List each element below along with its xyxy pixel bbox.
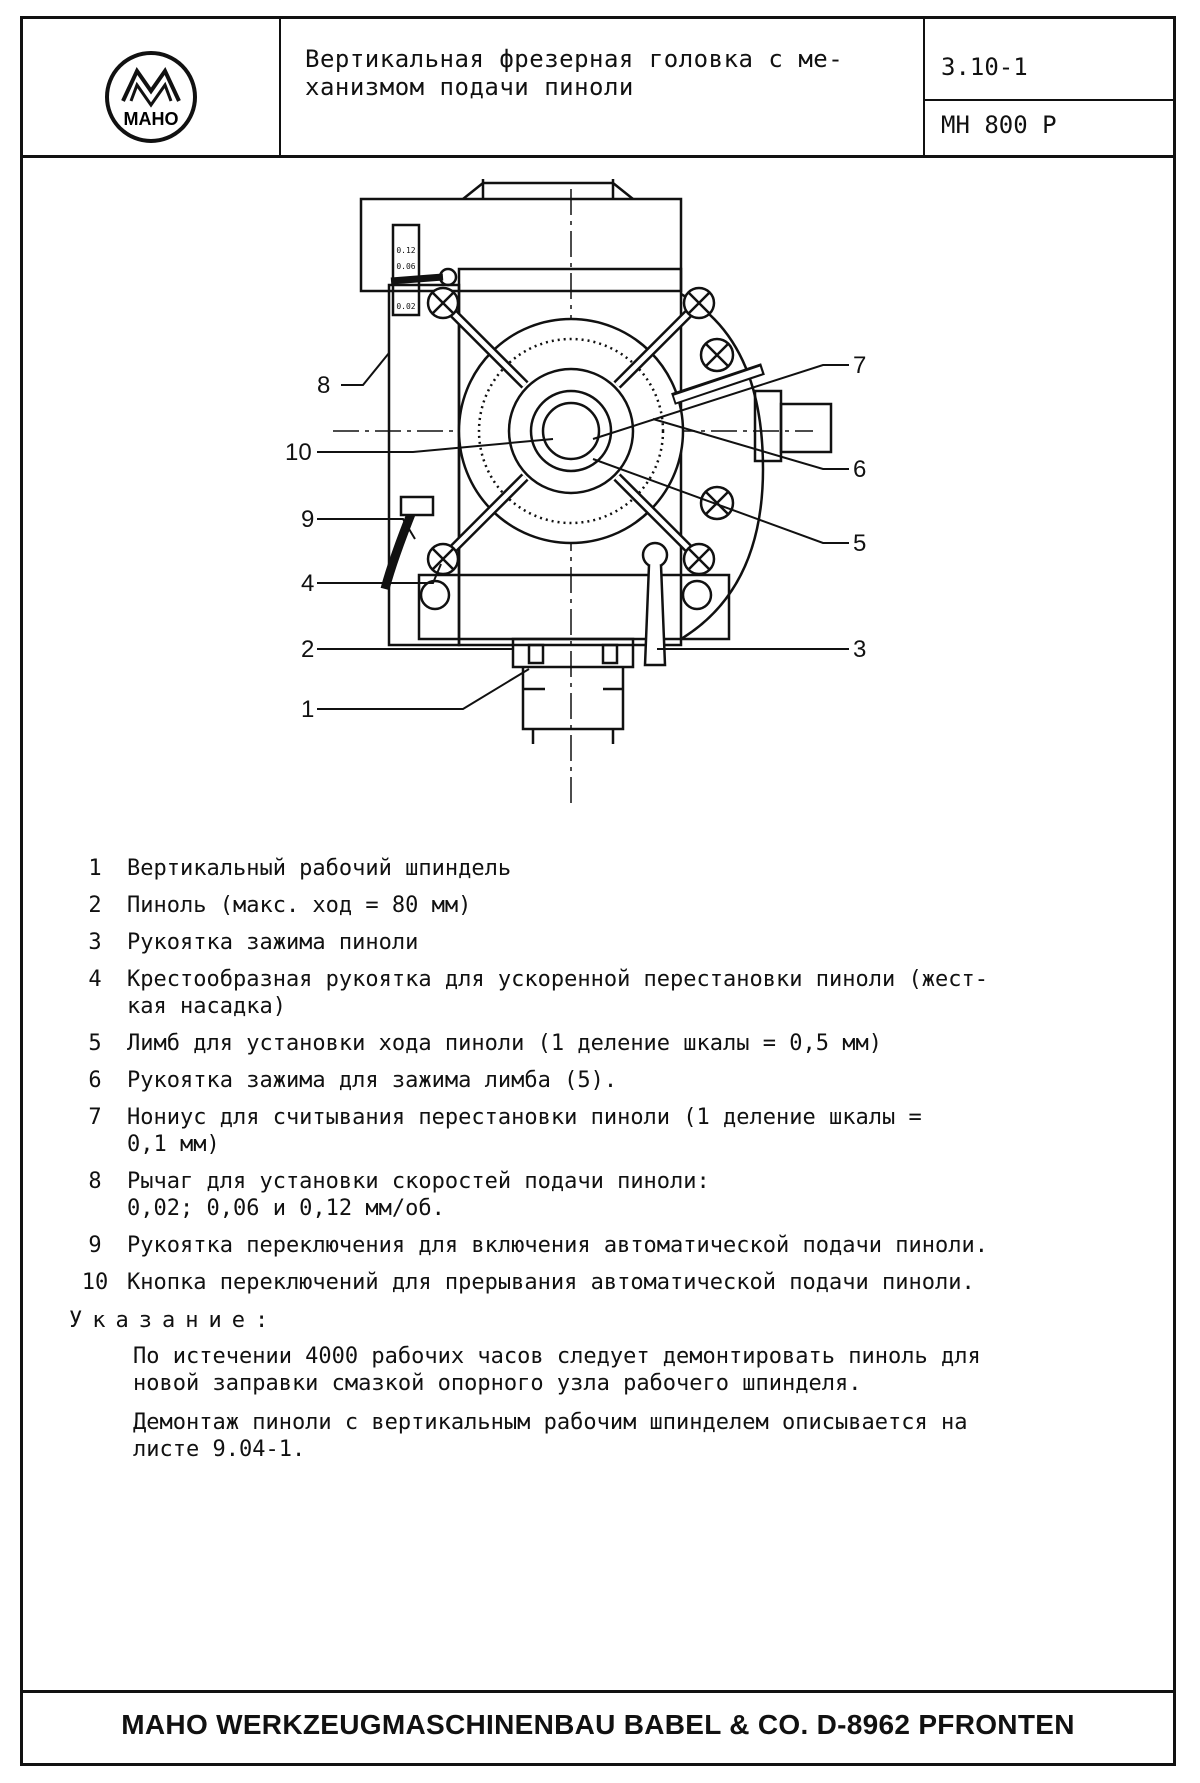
legend-number: 1 — [88, 856, 102, 881]
manufacturer-name: MAHO WERKZEUGMASCHINENBAU BABEL & CO. D-… — [121, 1709, 1075, 1740]
spindle-outline — [521, 667, 625, 744]
leader-line — [317, 352, 849, 710]
legend-item: 9 Рукоятка переключения для включения авт… — [63, 1232, 1173, 1259]
feed-lever — [438, 267, 458, 287]
cross-handle-knob — [426, 286, 716, 576]
maho-logo: MAHO — [105, 51, 197, 143]
feed-gauge — [391, 223, 421, 317]
sleeve-clamp-lever — [641, 541, 669, 569]
callout-number: 5 — [853, 530, 866, 557]
note-paragraph: По истечении 4000 рабочих часов следует … — [133, 1344, 981, 1396]
legend-number: 2 — [88, 893, 102, 918]
head-outline — [779, 402, 833, 454]
dial-scale — [477, 337, 665, 525]
legend-item: 4 Крестообразная рукоятка для ускоренной … — [63, 966, 1173, 1020]
callout-number: 8 — [317, 372, 330, 399]
legend-text: Нониус для считывания перестановки пинол… — [127, 1105, 922, 1157]
legend-number: 4 — [88, 967, 102, 992]
callout-number: 1 — [301, 696, 314, 723]
head-outline — [527, 643, 545, 665]
parts-legend: 1 Вертикальный рабочий шпиндель 2 Пиноль (… — [63, 855, 1173, 1475]
head-outline — [680, 292, 765, 641]
legend-item: 7 Нониус для считывания перестановки пино… — [63, 1104, 1173, 1158]
head-outline — [462, 181, 634, 200]
callout-number: 10 — [285, 439, 312, 466]
legend-item: 2 Пиноль (макс. ход = 80 мм) — [63, 892, 1173, 919]
callout-number: 4 — [301, 570, 314, 597]
manufacturer-footer: MAHO WERKZEUGMASCHINENBAU BABEL & CO. D-… — [23, 1690, 1173, 1763]
head-outline — [705, 343, 729, 367]
legend-text: Вертикальный рабочий шпиндель — [127, 856, 512, 881]
title-block: MAHO Вертикальная фрезерная головка с ме… — [23, 19, 1173, 158]
dial-clamp-lever — [673, 366, 763, 403]
header-divider — [923, 19, 925, 155]
head-outline — [601, 643, 619, 665]
header-divider — [923, 99, 1173, 101]
spindle-hub — [529, 389, 613, 473]
gauge-value: 0.12 — [396, 246, 415, 255]
gauge-value: 0.02 — [396, 302, 415, 311]
cross-handle — [451, 311, 691, 551]
callout-number: 7 — [853, 352, 866, 379]
head-outline — [511, 637, 635, 669]
legend-number: 6 — [88, 1068, 102, 1093]
legend-item: 8 Рычаг для установки скоростей подачи пи… — [63, 1168, 1173, 1222]
legend-text: Крестообразная рукоятка для ускоренной п… — [127, 967, 988, 1019]
auto-feed-lever — [399, 495, 435, 517]
sleeve-clamp-lever — [643, 564, 667, 667]
document-sheet: MAHO Вертикальная фрезерная головка с ме… — [20, 16, 1176, 1766]
logo-text: MAHO — [124, 109, 179, 129]
document-title: Вертикальная фрезерная головка с ме- хан… — [305, 45, 844, 101]
legend-text: Кнопка переключений для прерывания автом… — [127, 1270, 975, 1295]
head-outline — [419, 579, 451, 611]
head-outline — [681, 579, 713, 611]
legend-number: 9 — [88, 1233, 102, 1258]
legend-number: 7 — [88, 1105, 102, 1130]
head-outline — [705, 491, 729, 515]
header-divider — [279, 19, 281, 155]
legend-item: 1 Вертикальный рабочий шпиндель — [63, 855, 1173, 882]
legend-number: 10 — [81, 1270, 109, 1295]
head-outline — [359, 197, 683, 293]
callout-number: 3 — [853, 636, 866, 663]
legend-item: 3 Рукоятка зажима пиноли — [63, 929, 1173, 956]
sheet-number: 3.10-1 — [941, 53, 1028, 81]
milling-head-drawing: 0.12 0.06 0.02 — [285, 179, 866, 809]
legend-number: 5 — [88, 1031, 102, 1056]
callout-number: 6 — [853, 456, 866, 483]
callout-number: 2 — [301, 636, 314, 663]
legend-number: 3 — [88, 930, 102, 955]
legend-item: 5 Лимб для установки хода пиноли (1 делен… — [63, 1030, 1173, 1057]
machine-model: MH 800 P — [941, 111, 1057, 139]
legend-text: Лимб для установки хода пиноли (1 делени… — [127, 1031, 882, 1056]
vernier-ring — [507, 367, 635, 495]
legend-number: 8 — [88, 1169, 102, 1194]
legend-item: 10 Кнопка переключений для прерывания авт… — [63, 1269, 1173, 1296]
stop-button — [541, 401, 601, 461]
head-outline — [417, 573, 731, 641]
legend-text: Рукоятка переключения для включения авто… — [127, 1233, 988, 1258]
legend-text: Рукоятка зажима для зажима лимба (5). — [127, 1068, 618, 1093]
head-outline — [699, 485, 735, 521]
legend-item: 6 Рукоятка зажима для зажима лимба (5). — [63, 1067, 1173, 1094]
legend-text: Рычаг для установки скоростей подачи пин… — [127, 1169, 710, 1221]
callout-number: 9 — [301, 506, 314, 533]
note-paragraph: Демонтаж пиноли с вертикальным рабочим ш… — [133, 1410, 968, 1462]
note-heading: Указание: — [69, 1308, 279, 1333]
gauge-value: 0.06 — [396, 262, 415, 271]
feed-lever — [390, 273, 444, 285]
head-outline — [699, 337, 735, 373]
legend-text: Пиноль (макс. ход = 80 мм) — [127, 893, 472, 918]
legend-text: Рукоятка зажима пиноли — [127, 930, 419, 955]
